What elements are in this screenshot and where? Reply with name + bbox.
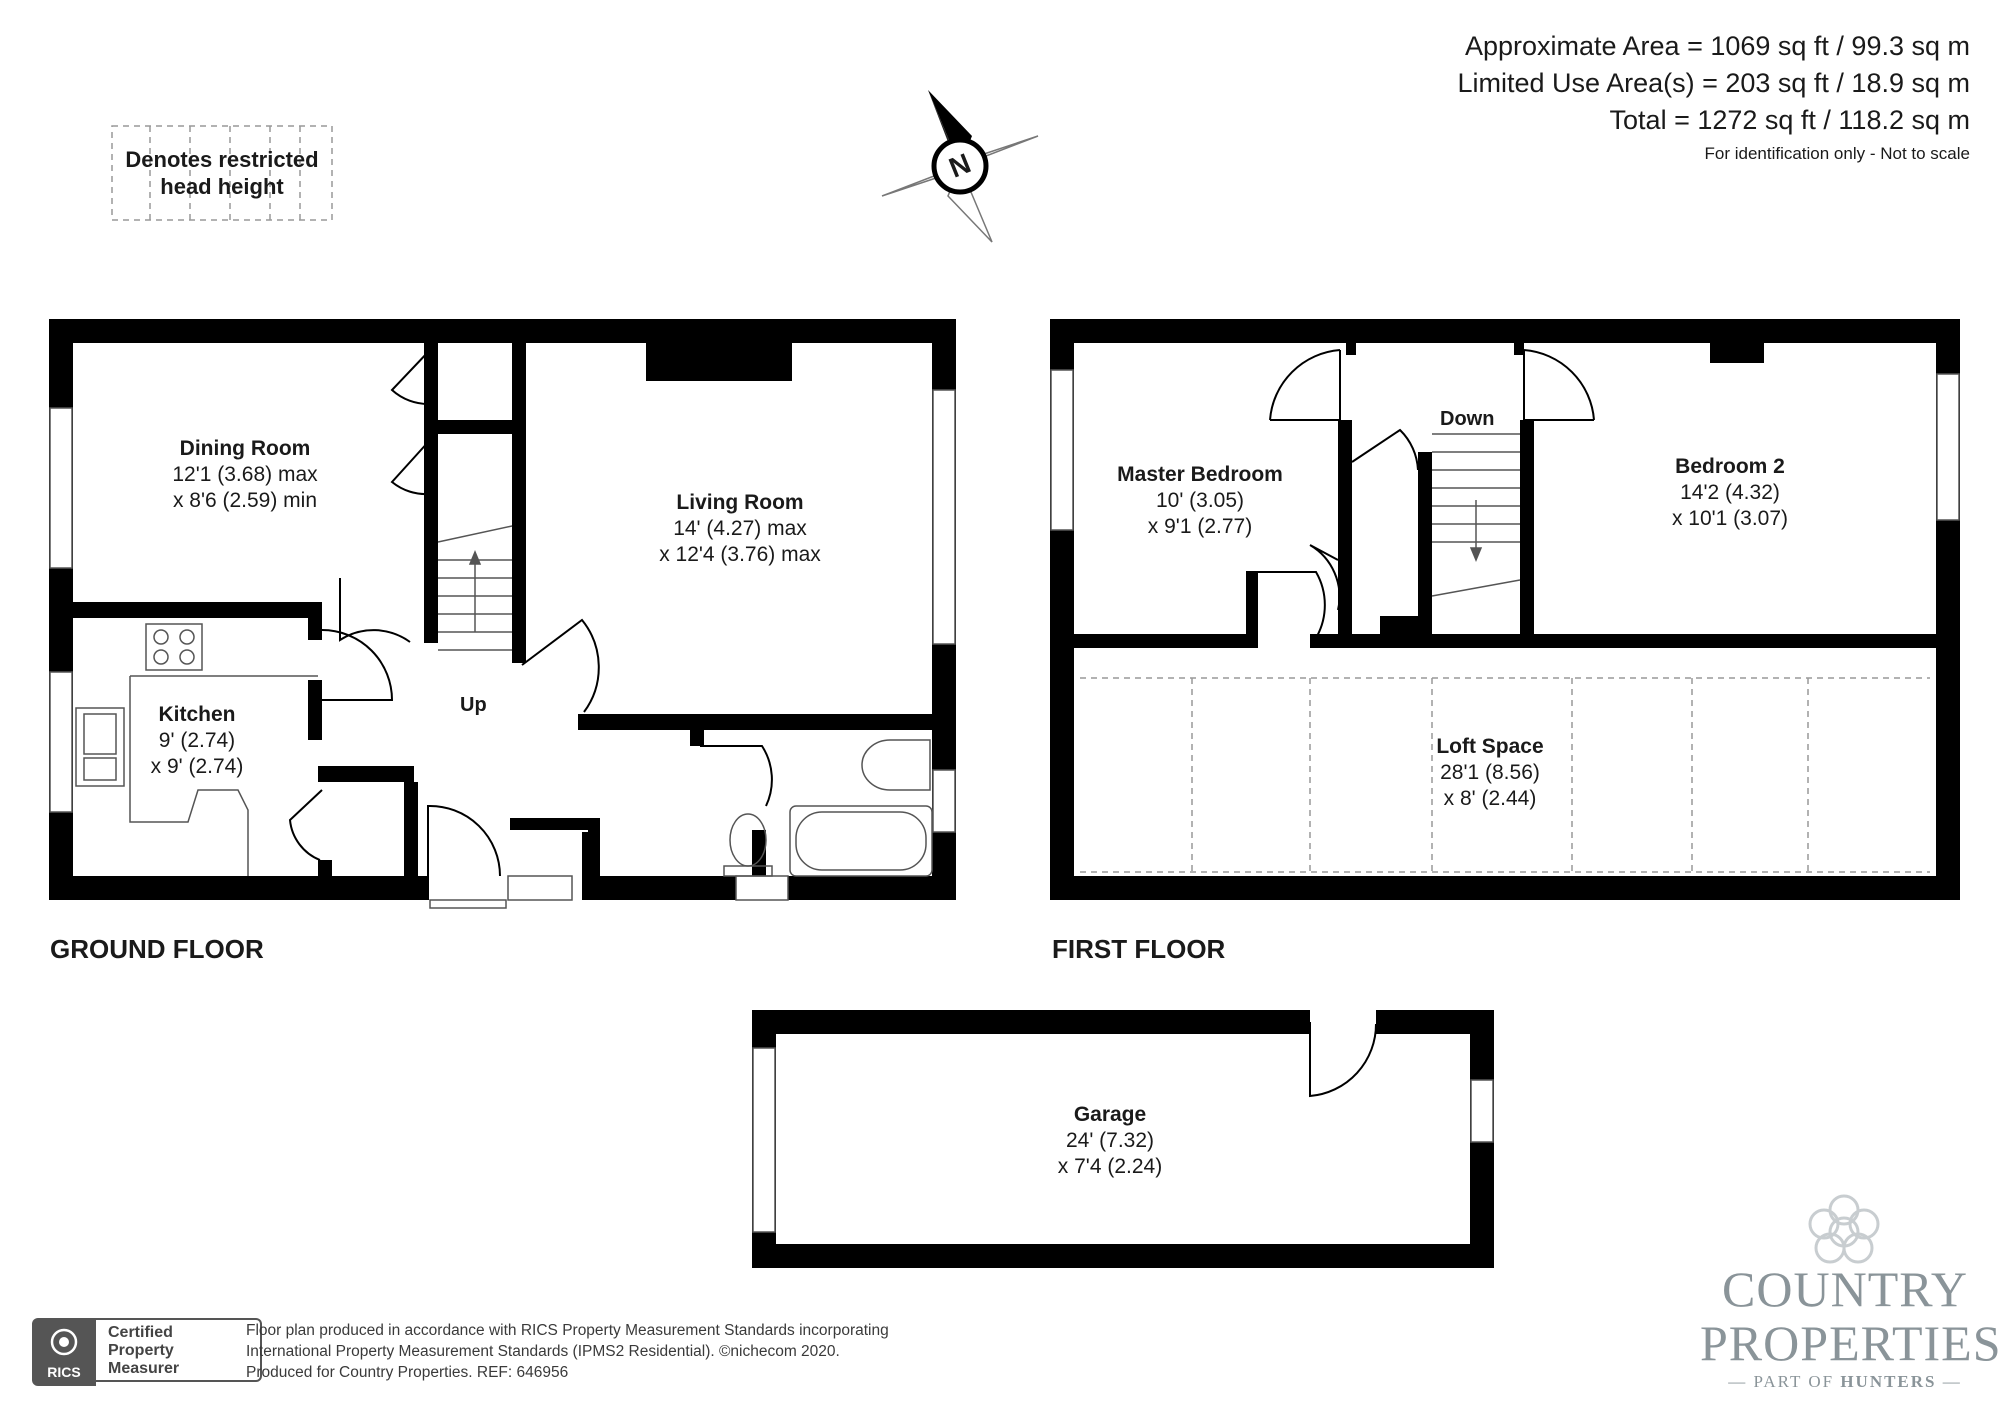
room-dim: x 8'6 (2.59) min	[172, 489, 318, 512]
room-name: Loft Space	[1436, 735, 1544, 758]
first-floor-plan	[1050, 319, 1960, 900]
ground-floor-plan	[49, 319, 956, 900]
room-dim: 9' (2.74)	[158, 729, 236, 752]
legend-label: Denotes restricted head height	[112, 146, 332, 200]
room-dim: 24' (7.32)	[1065, 1129, 1155, 1152]
loft-restricted-height-grid	[1080, 677, 1930, 873]
first-floor-stairs	[1431, 433, 1521, 597]
first-floor-doors	[1246, 349, 1595, 639]
room-bedroom-2: Bedroom 2 14'2 (4.32) x 10'1 (3.07)	[1630, 454, 1830, 532]
rics-line: Measurer	[108, 1360, 180, 1377]
room-name: Master Bedroom	[1117, 463, 1283, 486]
room-name: Living Room	[676, 491, 804, 514]
room-kitchen: Kitchen 9' (2.74) x 9' (2.74)	[120, 702, 274, 780]
garage-door	[1309, 1022, 1378, 1098]
kitchen-fixtures	[75, 623, 318, 876]
room-dim: 10' (3.05)	[1155, 489, 1245, 512]
footer-line: International Property Measurement Stand…	[246, 1343, 840, 1360]
footer-disclaimer: Floor plan produced in accordance with R…	[246, 1320, 889, 1383]
stairs-up-label: Up	[460, 694, 487, 716]
approximate-area: Approximate Area = 1069 sq ft / 99.3 sq …	[1464, 31, 1970, 61]
rics-line: Certified	[108, 1324, 173, 1341]
ground-floor-stairs	[437, 525, 513, 651]
ground-floor-windows	[49, 389, 956, 909]
rics-logo: RICS	[32, 1318, 96, 1386]
legend-line2: head height	[160, 174, 284, 199]
scale-note: For identification only - Not to scale	[1704, 144, 1970, 163]
room-name: Dining Room	[179, 437, 311, 460]
ground-floor-label: GROUND FLOOR	[50, 934, 264, 964]
garage-windows	[752, 1047, 1494, 1233]
room-living: Living Room 14' (4.27) max x 12'4 (3.76)…	[610, 490, 870, 568]
ground-floor-doors	[288, 349, 773, 877]
room-master-bedroom: Master Bedroom 10' (3.05) x 9'1 (2.77)	[1090, 462, 1310, 540]
brand-logo: COUNTRY PROPERTIES — PART OF HUNTERS —	[1700, 1261, 2000, 1394]
brand-line-country: COUNTRY	[1722, 1261, 1968, 1317]
room-name: Kitchen	[158, 703, 236, 726]
bathroom-fixtures	[723, 739, 933, 877]
room-dim: 14' (4.27) max	[673, 517, 807, 540]
legend-line1: Denotes restricted	[125, 147, 319, 172]
room-dim: x 12'4 (3.76) max	[659, 543, 821, 566]
room-dim: x 9'1 (2.77)	[1147, 515, 1253, 538]
room-loft-space: Loft Space 28'1 (8.56) x 8' (2.44)	[1390, 734, 1590, 812]
rics-line: Property	[108, 1342, 174, 1359]
first-floor-windows	[1050, 369, 1960, 531]
room-name: Garage	[1073, 1103, 1147, 1126]
rics-word: RICS	[47, 1364, 81, 1380]
room-dim: 14'2 (4.32)	[1680, 481, 1780, 504]
room-dim: x 8' (2.44)	[1443, 787, 1537, 810]
room-dim: x 9' (2.74)	[150, 755, 244, 778]
brand-flower-icon	[1808, 1194, 1880, 1264]
brand-line-properties: PROPERTIES	[1700, 1315, 2000, 1371]
brand-line-partof: — PART OF HUNTERS —	[1728, 1372, 1962, 1391]
limited-use-area: Limited Use Area(s) = 203 sq ft / 18.9 s…	[1457, 68, 1971, 98]
restricted-height-legend-box	[111, 125, 333, 221]
brand-part-of: PART OF	[1753, 1372, 1835, 1391]
stairs-down-label: Down	[1440, 408, 1495, 430]
area-summary: Approximate Area = 1069 sq ft / 99.3 sq …	[1458, 28, 1971, 169]
footer-line: Floor plan produced in accordance with R…	[246, 1322, 889, 1339]
first-floor-label: FIRST FLOOR	[1052, 934, 1226, 964]
room-dim: x 10'1 (3.07)	[1671, 507, 1789, 530]
compass-icon	[881, 90, 1039, 243]
footer-line: Produced for Country Properties. REF: 64…	[246, 1364, 569, 1381]
total-area: Total = 1272 sq ft / 118.2 sq m	[1609, 105, 1970, 135]
brand-hunters: HUNTERS	[1840, 1372, 1937, 1391]
room-dining: Dining Room 12'1 (3.68) max x 8'6 (2.59)…	[120, 436, 370, 514]
room-dim: 12'1 (3.68) max	[172, 463, 318, 486]
room-garage: Garage 24' (7.32) x 7'4 (2.24)	[1010, 1102, 1210, 1180]
room-dim: 28'1 (8.56)	[1440, 761, 1540, 784]
rics-lion-icon	[50, 1328, 78, 1356]
room-name: Bedroom 2	[1675, 455, 1785, 478]
rics-certified-badge: RICS Certified Property Measurer	[32, 1318, 262, 1386]
rics-certification-text: Certified Property Measurer	[96, 1318, 262, 1382]
room-dim: x 7'4 (2.24)	[1057, 1155, 1163, 1178]
